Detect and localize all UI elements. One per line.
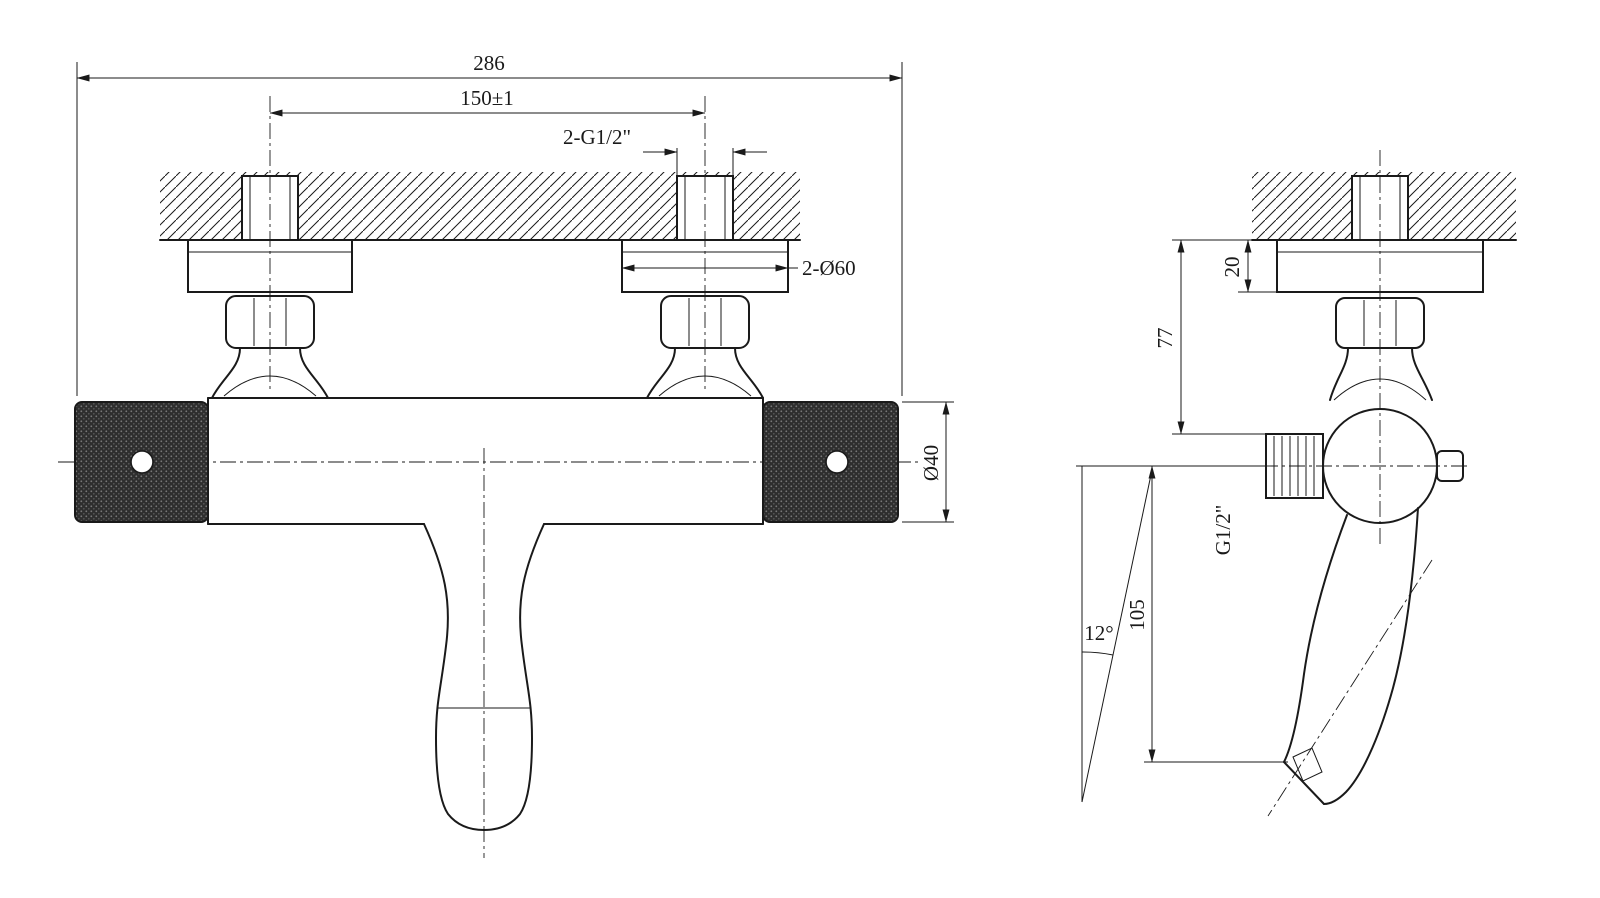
side-connector-bell [1329, 347, 1433, 401]
spout-side [1283, 507, 1419, 805]
side-view: 20 77 G1/2" 105 12° [1076, 150, 1517, 817]
spout-front [423, 523, 545, 831]
handle-right-dot [825, 450, 849, 474]
dim-hole-spacing: 150±1 [269, 86, 706, 117]
front-view: 286 150±1 2-G1/2" 2-Ø60 Ø40 [58, 51, 954, 858]
dim-wall-to-outlet-label: 77 [1153, 328, 1177, 349]
outlet-thread-label: G1/2" [1211, 505, 1235, 556]
mixer-body [207, 397, 764, 525]
dim-escutcheon-label: 2-Ø60 [802, 256, 856, 280]
spout-axis-centerline [1267, 559, 1433, 817]
handle-left [74, 401, 209, 523]
dim-escutcheon: 2-Ø60 [621, 256, 856, 280]
handle-right [762, 401, 899, 523]
dim-wall-to-outlet: 77 [1153, 239, 1277, 435]
spout-aerator [1292, 747, 1323, 782]
dim-body-diameter-label: Ø40 [919, 445, 943, 481]
dim-body-diameter: Ø40 [902, 401, 954, 523]
dim-hole-spacing-label: 150±1 [460, 86, 514, 110]
dim-drop-height-label: 105 [1125, 599, 1149, 631]
dim-drop-height: 105 [1076, 465, 1288, 763]
dim-escutcheon-depth: 20 [1220, 239, 1277, 293]
dim-inlet-thread: 2-G1/2" [563, 125, 767, 176]
handle-left-dot [130, 450, 154, 474]
dim-spout-angle: 12° [1081, 466, 1153, 803]
dim-overall-width: 286 [76, 51, 903, 396]
dim-spout-angle-label: 12° [1084, 621, 1113, 645]
dim-inlet-thread-label: 2-G1/2" [563, 125, 631, 149]
dim-overall-width-label: 286 [473, 51, 505, 75]
dim-escutcheon-depth-label: 20 [1220, 257, 1244, 278]
